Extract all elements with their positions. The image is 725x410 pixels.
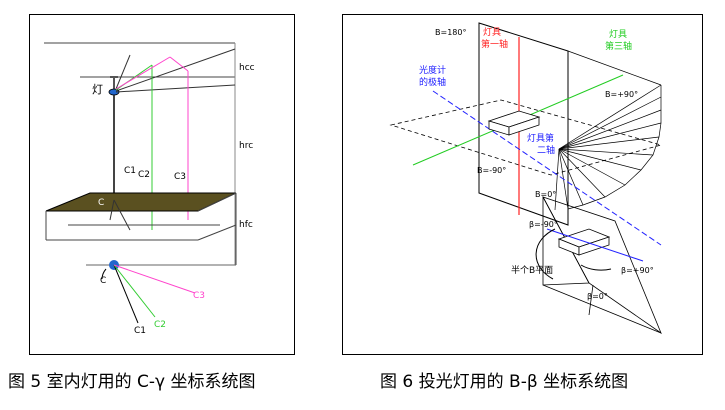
c2-label: C2 [138, 170, 150, 180]
c-label: C [98, 198, 104, 208]
axis1-label-line2: 第一轴 [481, 38, 508, 50]
b-minus90-label: B=-90° [477, 166, 506, 175]
gonio-label-line2: 的极轴 [419, 76, 446, 88]
beta-plus90-label: β=+90° [621, 266, 654, 275]
c3-label: C3 [174, 172, 186, 182]
lamp-label: 灯 [92, 83, 103, 96]
half-plane-label: 半个B平面 [511, 264, 553, 276]
figure5-panel: 灯 hcc hrc hfc C1 C2 C3 C C C1 C2 C3 [29, 14, 295, 355]
axis3-label-line2: 第三轴 [605, 40, 632, 52]
gonio-label-line1: 光度计 [419, 64, 446, 76]
b0-label: B=0° [535, 190, 556, 199]
hcc-label: hcc [239, 63, 255, 73]
bottom-c-label: C [100, 276, 106, 286]
bottom-c1-label: C1 [134, 326, 146, 336]
figure6-panel: B=180° 灯具 第一轴 灯具 第三轴 光度计 的极轴 B=+90° 灯具第 … [342, 14, 703, 355]
beta0-label: β=0° [587, 292, 608, 301]
axis2-label-line1: 灯具第 [527, 132, 554, 144]
figure6-caption: 图 6 投光灯用的 B-β 坐标系统图 [380, 372, 629, 392]
b180-label: B=180° [435, 28, 466, 37]
c1-label: C1 [124, 166, 136, 176]
hfc-label: hfc [239, 220, 253, 230]
figure5-caption: 图 5 室内灯用的 C-γ 坐标系统图 [8, 372, 256, 392]
figure5-diagram: 灯 hcc hrc hfc C1 C2 C3 C C C1 C2 C3 [44, 42, 255, 336]
hrc-label: hrc [239, 141, 253, 151]
beta-minus90-label: β=-90° [529, 220, 558, 229]
b-plus90-label: B=+90° [605, 90, 638, 99]
figure6-diagram: B=180° 灯具 第一轴 灯具 第三轴 光度计 的极轴 B=+90° 灯具第 … [389, 22, 663, 335]
bottom-c3-label: C3 [193, 291, 205, 301]
axis3-label-line1: 灯具 [609, 29, 627, 40]
bottom-c2-label: C2 [154, 320, 166, 330]
axis1-label-line1: 灯具 [483, 27, 501, 38]
axis2-label-line2: 二轴 [537, 144, 555, 156]
